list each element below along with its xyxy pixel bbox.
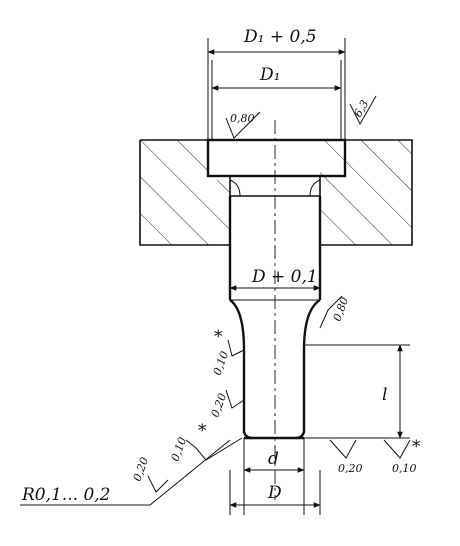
dim-big-d-label: D (267, 483, 282, 503)
star-mark-neck: * (214, 327, 223, 347)
dimension-lines (207, 38, 410, 515)
star-mark-left: * (198, 421, 207, 441)
roughness-neck-lower-label: 0,20 (209, 392, 230, 419)
roughness-bottom-b-symbol (383, 439, 411, 459)
roughness-symbols (20, 95, 411, 506)
roughness-bottom-a-symbol (329, 439, 357, 459)
roughness-neck-upper-symbol (227, 339, 245, 357)
die-plate (139, 139, 413, 246)
radius-note: R0,1... 0,2 (21, 485, 111, 505)
punch-body (206, 120, 347, 500)
roughness-left-upper-label: 0,10 (169, 436, 190, 463)
roughness-shoulder-symbol (319, 295, 343, 329)
roughness-top-symbol (225, 111, 261, 139)
star-mark-bottom: * (412, 437, 421, 457)
roughness-neck-lower-symbol (225, 389, 245, 409)
roughness-corner-symbol (349, 95, 377, 126)
roughness-top-label: 0,80 (230, 112, 255, 125)
roughness-left-lower-label: 0,20 (131, 456, 152, 483)
roughness-neck-upper-label: 0,10 (211, 350, 232, 377)
dim-l-label: l (382, 385, 387, 405)
dim-small-d-label: d (268, 449, 279, 469)
roughness-bottom-b-label: 0,10 (392, 462, 417, 475)
roughness-shoulder-label: 0,80 (331, 296, 352, 323)
roughness-corner-label: 6,3 (351, 98, 371, 120)
roughness-bottom-a-label: 0,20 (338, 462, 363, 475)
roughness-left-lower-symbol (147, 475, 169, 493)
dim-d1-plus-label: D₁ + 0,5 (243, 27, 317, 47)
dim-d-plus-label: D + 0,1 (251, 267, 318, 287)
dim-d1-label: D₁ (259, 65, 280, 85)
roughness-left-upper-symbol (185, 437, 243, 461)
